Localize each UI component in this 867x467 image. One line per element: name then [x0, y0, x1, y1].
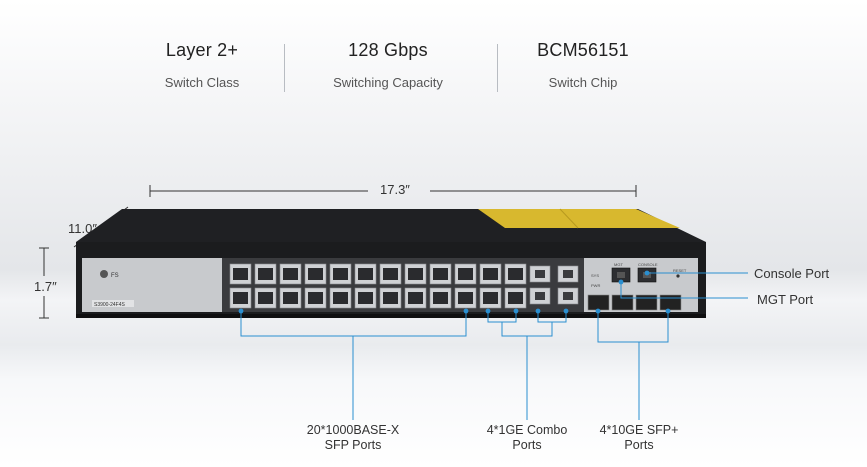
sfp-port-opening [383, 268, 398, 280]
reset-label: RESET [673, 268, 687, 273]
sfp-port-opening [358, 268, 373, 280]
reset-button [676, 274, 680, 278]
sfp-port-opening [458, 268, 473, 280]
callout-console-port: Console Port [754, 266, 830, 281]
sfp-plus-ports [587, 294, 682, 311]
model-text: S3900-24F4S [94, 302, 126, 308]
sfp-port-opening [283, 268, 298, 280]
callout-line2: Ports [624, 438, 654, 452]
spec-switch-chip: BCM56151 Switch Chip [478, 40, 688, 90]
sfp-port-opening [308, 268, 323, 280]
spec-value: BCM56151 [537, 40, 629, 60]
callout-lines [240, 272, 748, 420]
sfp-port-opening [383, 292, 398, 304]
sfp-port-opening [358, 292, 373, 304]
sfp-port-opening [508, 268, 523, 280]
sfp-port-opening [408, 268, 423, 280]
sfp-port-opening [483, 268, 498, 280]
callout-mgt-port: MGT Port [757, 292, 814, 307]
sfp-port-opening [433, 292, 448, 304]
brand-text: FS [111, 273, 119, 279]
callout-line1: 4*10GE SFP+ [599, 423, 679, 437]
fs-logo-icon [100, 270, 108, 278]
callout-line1: 4*1GE Combo [486, 423, 568, 437]
top-label-sticker [478, 209, 680, 228]
width-dimension-label: 17.3″ [380, 182, 410, 197]
callout-line1: 20*1000BASE-X [306, 423, 400, 437]
spec-switching-capacity: 128 Gbps Switching Capacity [283, 40, 493, 90]
callout-sfp-ports: 20*1000BASE-X SFP Ports [293, 423, 413, 453]
sfp-port-opening [233, 268, 248, 280]
sfp-port-opening [258, 268, 273, 280]
callout-combo-ports: 4*1GE Combo Ports [477, 423, 577, 453]
height-dimension-label: 1.7″ [34, 279, 57, 294]
callout-dots [238, 270, 671, 314]
sys-label: SYS [591, 273, 599, 278]
sfp-port-opening [308, 292, 323, 304]
combo-rj45-opening [563, 270, 573, 278]
spec-label: Switch Class [164, 75, 240, 90]
sfp-port-opening [333, 292, 348, 304]
spec-label: Switching Capacity [333, 75, 443, 90]
spec-value: Layer 2+ [165, 40, 239, 60]
callout-line2: SFP Ports [324, 438, 382, 452]
sfp-ports-group [229, 263, 579, 309]
spec-switch-class: Layer 2+ Switch Class [97, 40, 307, 90]
spec-label: Switch Chip [548, 75, 618, 90]
pwr-label: PWR [591, 283, 600, 288]
sfp-port-opening [283, 292, 298, 304]
sfp-port-opening [258, 292, 273, 304]
sfp-port-opening [458, 292, 473, 304]
spec-value: 128 Gbps [348, 40, 428, 60]
sfp-port-opening [333, 268, 348, 280]
callout-line2: Ports [512, 438, 542, 452]
sfp-port-opening [233, 292, 248, 304]
sfp-port-opening [408, 292, 423, 304]
mgt-port-label: MGT [614, 262, 623, 267]
combo-rj45-opening [563, 292, 573, 300]
sfp-port-opening [433, 268, 448, 280]
callout-sfp-plus-ports: 4*10GE SFP+ Ports [589, 423, 689, 453]
divider [497, 44, 498, 92]
sfp-port-opening [483, 292, 498, 304]
combo-rj45-opening [535, 270, 545, 278]
combo-rj45-opening [535, 292, 545, 300]
console-port-label: CONSOLE [638, 262, 658, 267]
sfp-port-opening [508, 292, 523, 304]
divider [284, 44, 285, 92]
